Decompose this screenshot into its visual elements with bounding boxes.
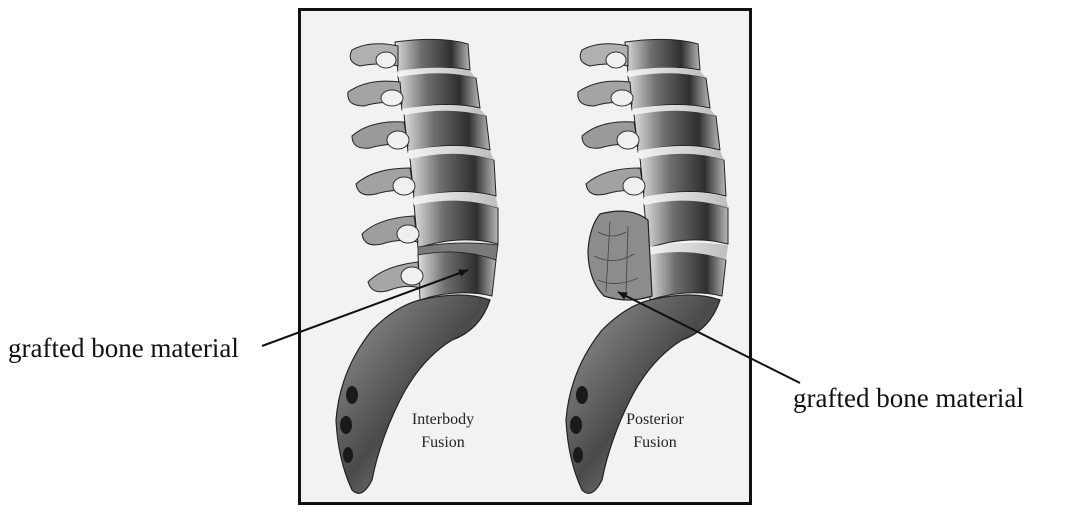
callout-text-right: grafted bone material xyxy=(793,385,1024,412)
interbody-label-line1: Interbody xyxy=(383,408,503,431)
interbody-label-line2: Fusion xyxy=(383,431,503,454)
sacrum xyxy=(566,295,720,493)
interbody-fusion-label: Interbody Fusion xyxy=(383,408,503,454)
posterior-label-line1: Posterior xyxy=(595,408,715,431)
posterior-fusion-label: Posterior Fusion xyxy=(595,408,715,454)
callout-text-left: grafted bone material xyxy=(8,335,239,362)
sacrum xyxy=(336,295,490,493)
posterior-label-line2: Fusion xyxy=(595,431,715,454)
posterior-graft-mass xyxy=(588,211,652,300)
